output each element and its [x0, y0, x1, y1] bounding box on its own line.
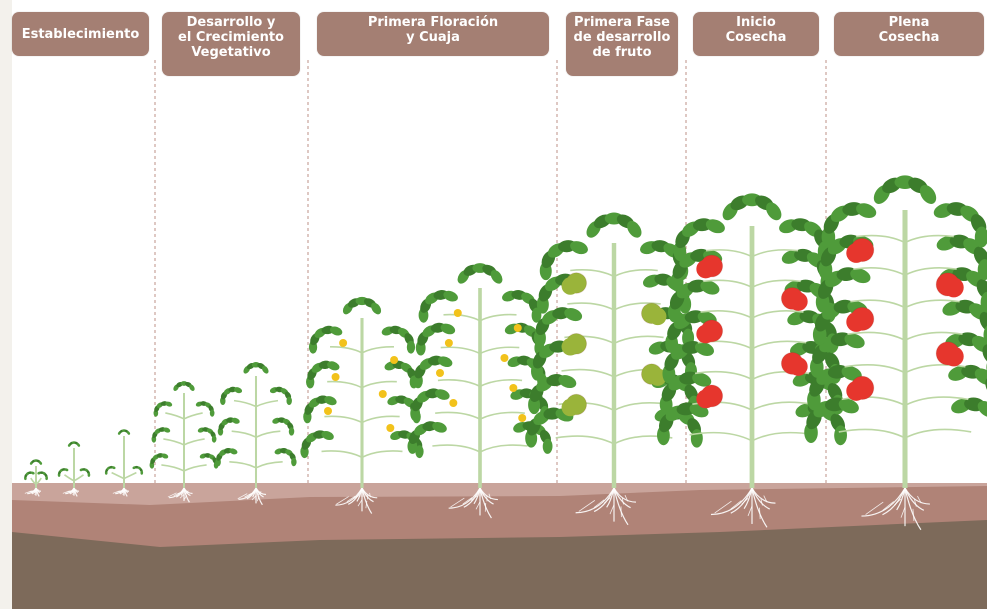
left-margin [0, 0, 12, 609]
tomato-fruit [696, 260, 715, 279]
flower [324, 407, 332, 415]
flower [509, 384, 517, 392]
stage-label-plena-cosecha: Plena Cosecha [834, 12, 984, 56]
flower [339, 339, 347, 347]
tomato-fruit [846, 381, 866, 401]
tomato-fruit [789, 357, 808, 376]
stage-label-desarrollo-vegetativo: Desarrollo y el Crecimiento Vegetativo [162, 12, 300, 76]
flower [454, 309, 462, 317]
tomato-fruit [789, 292, 808, 311]
stage-label-inicio-cosecha: Inicio Cosecha [693, 12, 819, 56]
flower [436, 369, 444, 377]
flower [379, 390, 387, 398]
flower [518, 414, 526, 422]
flower [449, 399, 457, 407]
stage-label-primera-floracion: Primera Floración y Cuaja [317, 12, 549, 56]
flower [390, 356, 398, 364]
tomato-fruit [846, 243, 866, 263]
tomato-fruit [696, 390, 715, 409]
stage-label-desarrollo-fruto: Primera Fase de desarrollo de fruto [566, 12, 678, 76]
stage-label-establecimiento: Establecimiento [12, 12, 149, 56]
tomato-fruit [846, 312, 866, 332]
tomato-fruit [562, 399, 580, 417]
tomato-fruit [649, 308, 667, 326]
flower [514, 324, 522, 332]
tomato-fruit [944, 278, 964, 298]
flower [500, 354, 508, 362]
flower [332, 373, 340, 381]
flower [386, 424, 394, 432]
tomato-fruit [944, 346, 964, 366]
tomato-fruit [562, 277, 580, 295]
tomato-fruit [562, 338, 580, 356]
tomato-fruit [696, 325, 715, 344]
flower [445, 339, 453, 347]
